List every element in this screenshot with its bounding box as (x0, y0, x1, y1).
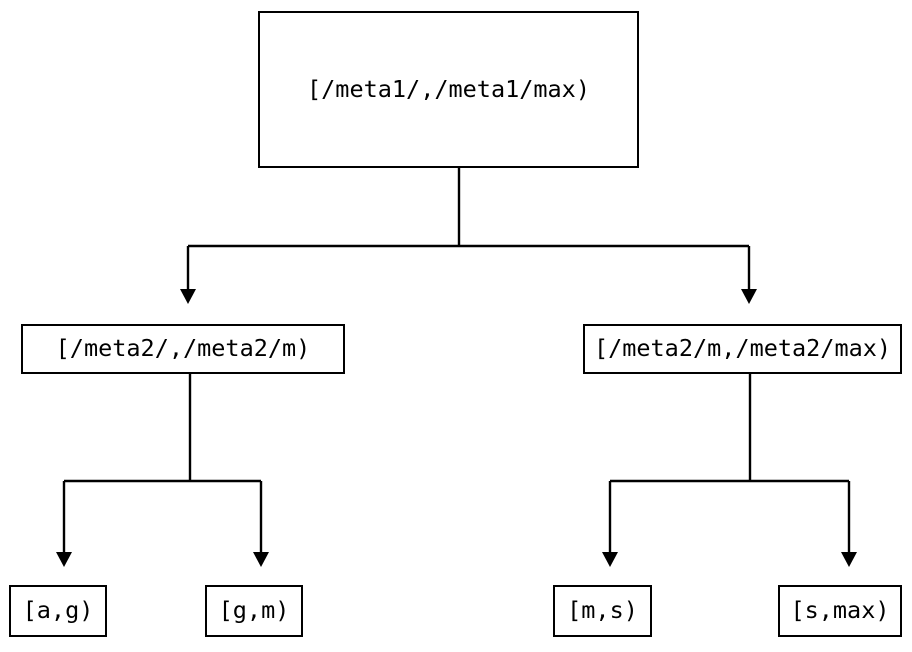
tree-node-leaf-2-label: [g,m) (218, 596, 290, 625)
tree-node-mid-right[interactable]: [/meta2/m,/meta2/max) (583, 324, 902, 374)
edge-root-to-mid-group (180, 168, 757, 304)
edge-midleft-to-leaves-group (56, 374, 269, 567)
arrowhead-to-leaf-3 (602, 552, 618, 567)
tree-node-mid-right-label: [/meta2/m,/meta2/max) (593, 334, 892, 363)
arrowhead-to-mid-left (180, 289, 196, 304)
tree-node-leaf-4[interactable]: [s,max) (778, 585, 902, 637)
arrowhead-to-mid-right (741, 289, 757, 304)
arrowhead-to-leaf-2 (253, 552, 269, 567)
tree-node-leaf-1[interactable]: [a,g) (9, 585, 107, 637)
tree-node-mid-left[interactable]: [/meta2/,/meta2/m) (21, 324, 345, 374)
tree-node-leaf-4-label: [s,max) (790, 596, 890, 625)
tree-node-root-label: [/meta1/,/meta1/max) (307, 74, 590, 103)
tree-node-leaf-3[interactable]: [m,s) (553, 585, 652, 637)
tree-node-leaf-2[interactable]: [g,m) (205, 585, 303, 637)
tree-node-root[interactable]: [/meta1/,/meta1/max) (258, 11, 639, 168)
tree-node-leaf-1-label: [a,g) (22, 596, 94, 625)
arrowhead-to-leaf-1 (56, 552, 72, 567)
arrowhead-to-leaf-4 (841, 552, 857, 567)
edge-midright-to-leaves-group (602, 374, 857, 567)
tree-node-mid-left-label: [/meta2/,/meta2/m) (55, 334, 311, 363)
tree-node-leaf-3-label: [m,s) (567, 596, 638, 625)
